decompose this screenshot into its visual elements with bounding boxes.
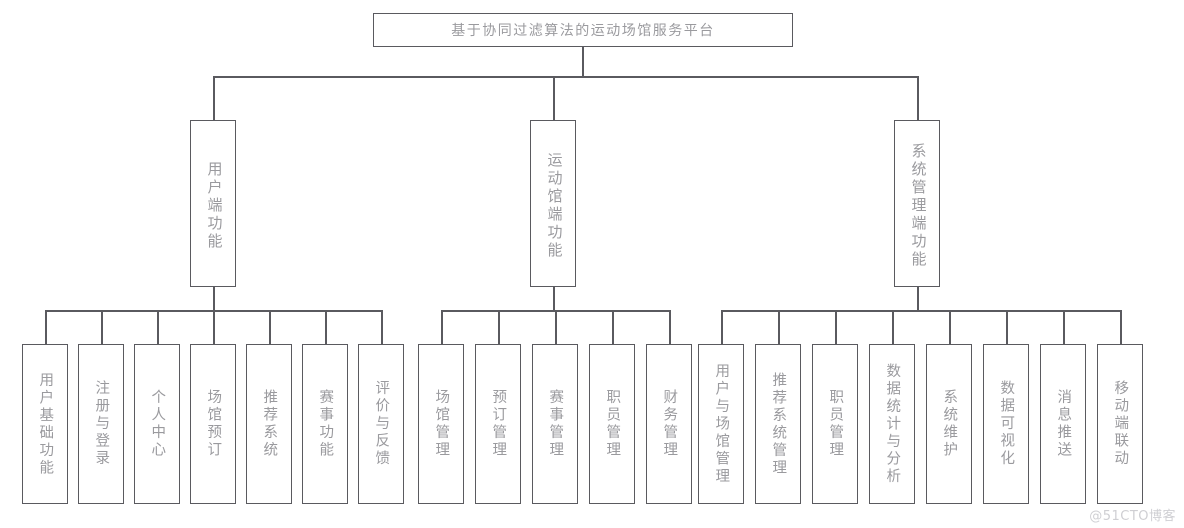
node-branch-user-label: 用户端功能 [205, 160, 222, 251]
connector-leaf-drop-g3-7 [1063, 310, 1065, 344]
node-root-label: 基于协同过滤算法的运动场馆服务平台 [451, 24, 715, 39]
connector-leaf-drop-g3-6 [1006, 310, 1008, 344]
node-leaf-g3-5-label: 系统维护 [941, 389, 958, 459]
connector-leaf-drop-g3-5 [949, 310, 951, 344]
connector-leaf-drop-g2-4 [612, 310, 614, 344]
node-leaf-g2-2[interactable]: 预订管理 [475, 344, 521, 504]
node-leaf-g3-2[interactable]: 推荐系统管理 [755, 344, 801, 504]
connector-leaf-drop-g2-2 [498, 310, 500, 344]
node-root[interactable]: 基于协同过滤算法的运动场馆服务平台 [373, 13, 793, 47]
connector-branch-drop-2 [553, 76, 555, 120]
connector-group3-bus [721, 310, 1120, 312]
node-leaf-g1-4-label: 场馆预订 [205, 389, 222, 459]
node-branch-venue-label: 运动馆端功能 [545, 151, 562, 260]
node-leaf-g2-3-label: 赛事管理 [547, 389, 564, 459]
connector-leaf-drop-g1-3 [157, 310, 159, 344]
connector-leaf-drop-g3-4 [892, 310, 894, 344]
connector-branch-drop-1 [213, 76, 215, 120]
node-leaf-g2-5-label: 财务管理 [661, 389, 678, 459]
node-leaf-g1-5[interactable]: 推荐系统 [246, 344, 292, 504]
node-leaf-g3-5[interactable]: 系统维护 [926, 344, 972, 504]
node-leaf-g2-1[interactable]: 场馆管理 [418, 344, 464, 504]
node-leaf-g3-4[interactable]: 数据统计与分析 [869, 344, 915, 504]
node-leaf-g2-4-label: 职员管理 [604, 389, 621, 459]
node-leaf-g1-2-label: 注册与登录 [93, 380, 110, 468]
node-leaf-g2-1-label: 场馆管理 [433, 389, 450, 459]
node-leaf-g3-4-label: 数据统计与分析 [884, 362, 901, 486]
node-leaf-g1-6-label: 赛事功能 [317, 389, 334, 459]
node-leaf-g1-1-label: 用户基础功能 [37, 371, 54, 477]
node-leaf-g3-8[interactable]: 移动端联动 [1097, 344, 1143, 504]
connector-leaf-drop-g1-4 [213, 310, 215, 344]
connector-leaf-drop-g1-2 [101, 310, 103, 344]
node-leaf-g3-1-label: 用户与场馆管理 [713, 362, 730, 486]
connector-leaf-drop-g3-2 [778, 310, 780, 344]
node-leaf-g3-6[interactable]: 数据可视化 [983, 344, 1029, 504]
node-leaf-g3-3-label: 职员管理 [827, 389, 844, 459]
connector-group2-drop [553, 287, 555, 311]
node-branch-venue[interactable]: 运动馆端功能 [530, 120, 576, 287]
node-leaf-g2-3[interactable]: 赛事管理 [532, 344, 578, 504]
node-leaf-g3-2-label: 推荐系统管理 [770, 371, 787, 477]
connector-leaf-drop-g2-1 [441, 310, 443, 344]
connector-leaf-drop-g3-8 [1120, 310, 1122, 344]
node-branch-admin-label: 系统管理端功能 [909, 142, 926, 269]
connector-branch-drop-3 [917, 76, 919, 120]
connector-leaf-drop-g1-6 [325, 310, 327, 344]
connector-root-drop [582, 47, 584, 77]
node-leaf-g1-2[interactable]: 注册与登录 [78, 344, 124, 504]
node-leaf-g2-2-label: 预订管理 [490, 389, 507, 459]
node-leaf-g3-6-label: 数据可视化 [998, 380, 1015, 468]
connector-leaf-drop-g2-3 [555, 310, 557, 344]
watermark: @51CTO博客 [1089, 509, 1176, 524]
connector-leaf-drop-g1-5 [269, 310, 271, 344]
node-leaf-g3-7[interactable]: 消息推送 [1040, 344, 1086, 504]
node-branch-admin[interactable]: 系统管理端功能 [894, 120, 940, 287]
connector-group1-drop [213, 287, 215, 311]
node-leaf-g2-5[interactable]: 财务管理 [646, 344, 692, 504]
node-leaf-g3-3[interactable]: 职员管理 [812, 344, 858, 504]
node-leaf-g1-4[interactable]: 场馆预订 [190, 344, 236, 504]
connector-top-bus [213, 76, 918, 78]
node-leaf-g1-7[interactable]: 评价与反馈 [358, 344, 404, 504]
node-leaf-g2-4[interactable]: 职员管理 [589, 344, 635, 504]
node-leaf-g1-3[interactable]: 个人中心 [134, 344, 180, 504]
node-leaf-g3-8-label: 移动端联动 [1112, 380, 1129, 468]
connector-group3-drop [917, 287, 919, 311]
node-leaf-g1-1[interactable]: 用户基础功能 [22, 344, 68, 504]
node-leaf-g1-7-label: 评价与反馈 [373, 380, 390, 468]
node-leaf-g3-1[interactable]: 用户与场馆管理 [698, 344, 744, 504]
node-leaf-g3-7-label: 消息推送 [1055, 389, 1072, 459]
connector-leaf-drop-g1-1 [45, 310, 47, 344]
connector-leaf-drop-g3-3 [835, 310, 837, 344]
node-leaf-g1-3-label: 个人中心 [149, 389, 166, 459]
connector-leaf-drop-g2-5 [669, 310, 671, 344]
node-leaf-g1-6[interactable]: 赛事功能 [302, 344, 348, 504]
node-leaf-g1-5-label: 推荐系统 [261, 389, 278, 459]
node-branch-user[interactable]: 用户端功能 [190, 120, 236, 287]
connector-leaf-drop-g1-7 [381, 310, 383, 344]
connector-leaf-drop-g3-1 [721, 310, 723, 344]
